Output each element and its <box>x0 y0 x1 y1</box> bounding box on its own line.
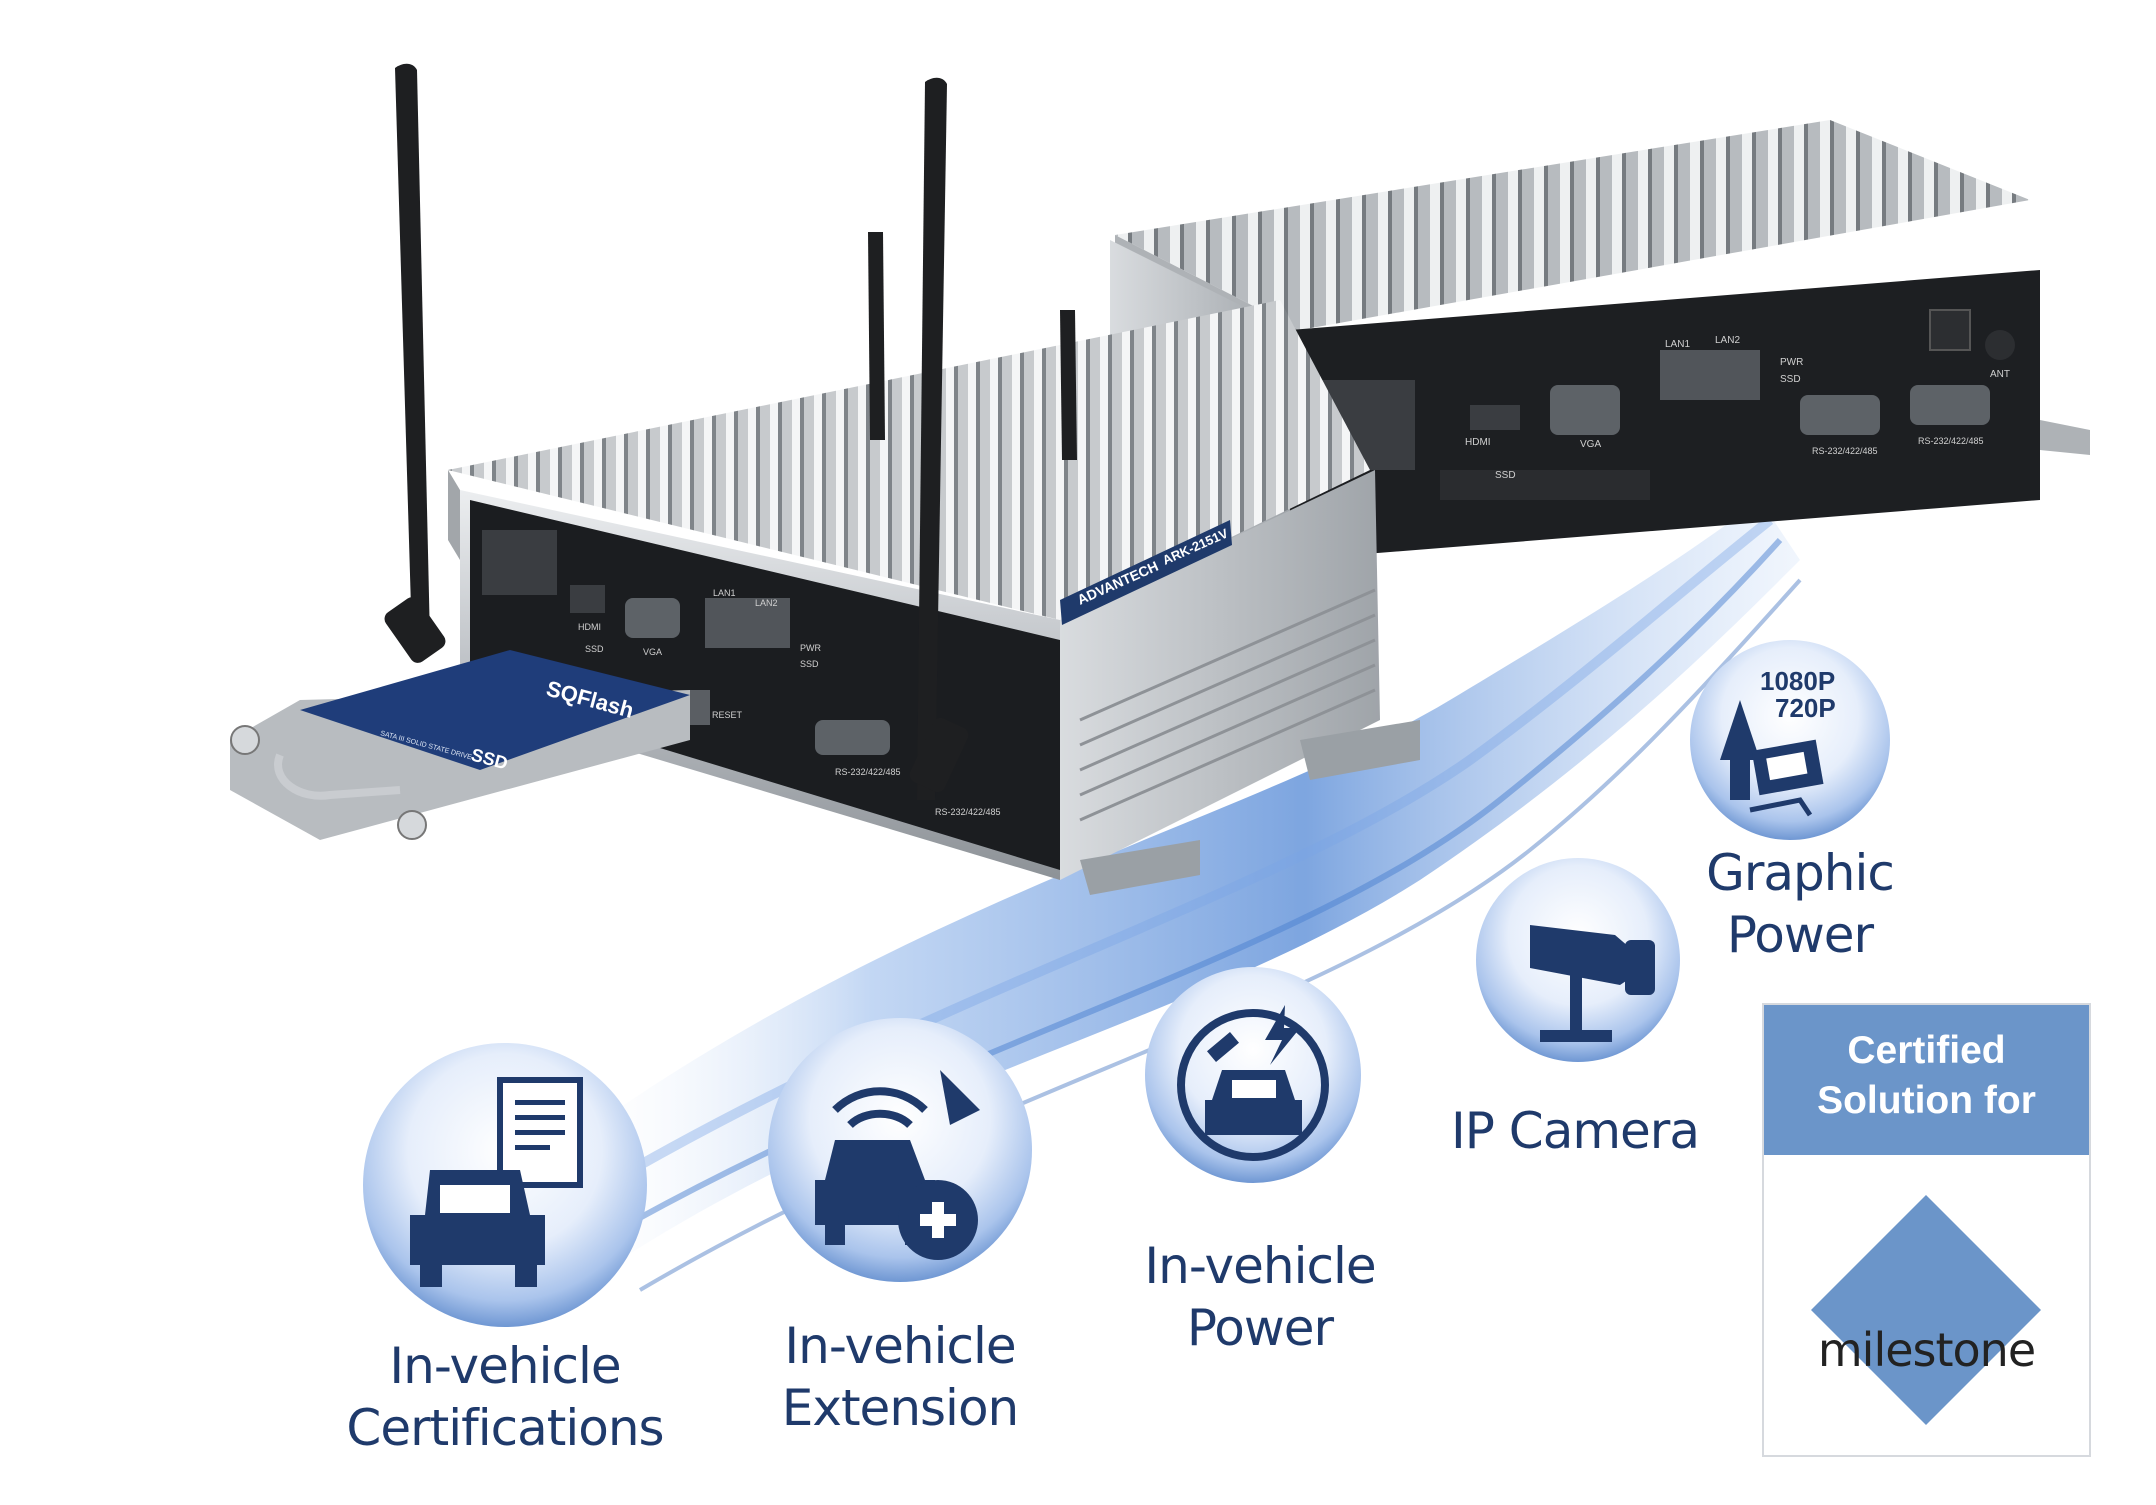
rear-serial1-label: RS-232/422/485 <box>1812 446 1878 456</box>
vehicle-certificate-icon <box>410 1077 583 1287</box>
front-vga-label: VGA <box>643 647 662 657</box>
res-720p: 720P <box>1775 693 1836 723</box>
front-reset-label: RESET <box>712 710 743 720</box>
front-serial-label: RS-232/422/485 <box>835 767 901 777</box>
feature-bubble-extension <box>768 1018 1032 1282</box>
vehicle-power-icon <box>1177 1005 1329 1161</box>
feature-bubble-camera <box>1476 858 1680 1062</box>
front-serial2-label: RS-232/422/485 <box>935 807 1001 817</box>
front-lan1-label: LAN1 <box>713 588 736 598</box>
front-ssd-label: SSD <box>585 644 604 654</box>
rear-vga-label: VGA <box>1580 439 1601 450</box>
rear-ssd-label: SSD <box>1495 470 1516 481</box>
ip-camera-icon <box>1530 925 1655 1042</box>
feature-bubble-graphic: 1080P 720P <box>1690 640 1890 840</box>
rear-pwr-label: PWR <box>1780 357 1803 368</box>
rear-lan2-label: LAN2 <box>1715 335 1740 346</box>
front-hdmi-label: HDMI <box>578 622 601 632</box>
graphic-chip-icon: 1080P 720P <box>1720 666 1836 817</box>
feature-bubble-power <box>1145 967 1361 1183</box>
rear-lan1-label: LAN1 <box>1665 339 1690 350</box>
certified-header: Certified Solution for <box>1764 1005 2089 1155</box>
feature-bubble-certifications <box>363 1043 647 1327</box>
res-1080p: 1080P <box>1760 666 1835 696</box>
antennas <box>384 63 1077 800</box>
feature-label-camera: IP Camera <box>1450 1102 1700 1160</box>
front-pwr-label: PWR <box>800 643 821 653</box>
rear-serial2-label: RS-232/422/485 <box>1918 436 1984 446</box>
milestone-certified-badge: Certified Solution for milestone <box>1762 1003 2091 1457</box>
front-lan2-label: LAN2 <box>755 598 778 608</box>
certified-line1: Certified <box>1847 1029 2006 1072</box>
vehicle-plus-icon <box>815 1070 980 1260</box>
rear-ssd-led-label: SSD <box>1780 374 1801 385</box>
certified-line2: Solution for <box>1817 1079 2036 1122</box>
front-ssd-led-label: SSD <box>800 659 819 669</box>
rear-ant-label: ANT <box>1990 369 2010 380</box>
milestone-logo <box>1811 1125 2041 1425</box>
rear-hdmi-label: HDMI <box>1465 437 1491 448</box>
milestone-wordmark: milestone <box>1817 1323 2036 1377</box>
